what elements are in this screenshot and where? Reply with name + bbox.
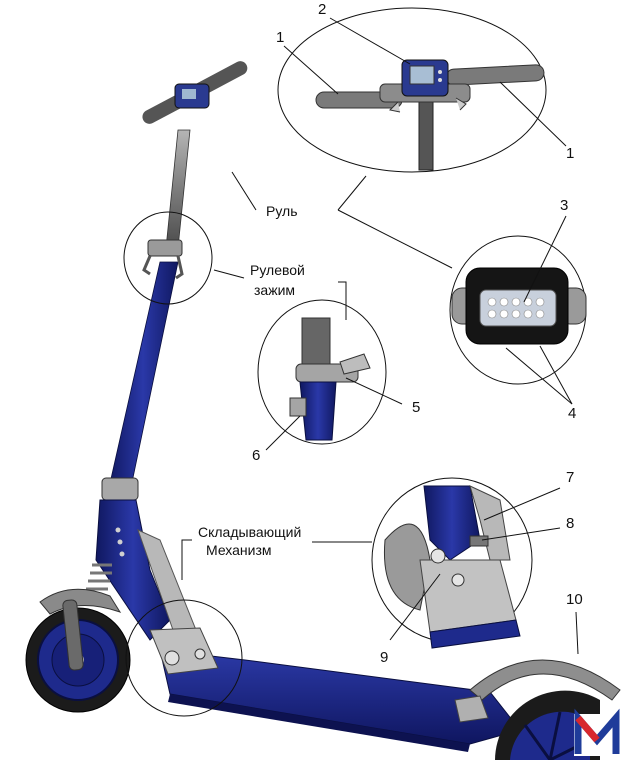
detail-folding: [371, 477, 533, 649]
label-steering-clamp-line2: зажим: [254, 282, 296, 298]
callout-5: 5: [412, 399, 421, 416]
callout-1-right: 1: [566, 145, 575, 162]
detail-folding-small: [125, 599, 243, 717]
label-folding-line1: Складывающий: [198, 524, 302, 540]
label-handlebar: Руль: [266, 203, 298, 219]
label-steering-clamp-line1: Рулевой: [250, 262, 305, 278]
detail-clamp-small: [123, 211, 213, 305]
scooter-body: [25, 129, 621, 760]
leader-lines: [181, 17, 579, 655]
callout-3: 3: [560, 197, 569, 214]
detail-clamp: [257, 299, 387, 445]
callout-10: 10: [566, 591, 583, 608]
callout-9: 9: [380, 649, 389, 666]
callout-2: 2: [318, 1, 327, 18]
brand-logo: [574, 708, 620, 756]
label-folding-line2: Механизм: [206, 542, 272, 558]
handlebar-small: [142, 61, 248, 124]
callout-4: 4: [568, 405, 577, 422]
detail-headlight: [449, 235, 587, 385]
callout-7: 7: [566, 469, 575, 486]
detail-handlebar: [277, 7, 547, 173]
callout-8: 8: [566, 515, 575, 532]
callout-6: 6: [252, 447, 261, 464]
callout-1-left: 1: [276, 29, 285, 46]
